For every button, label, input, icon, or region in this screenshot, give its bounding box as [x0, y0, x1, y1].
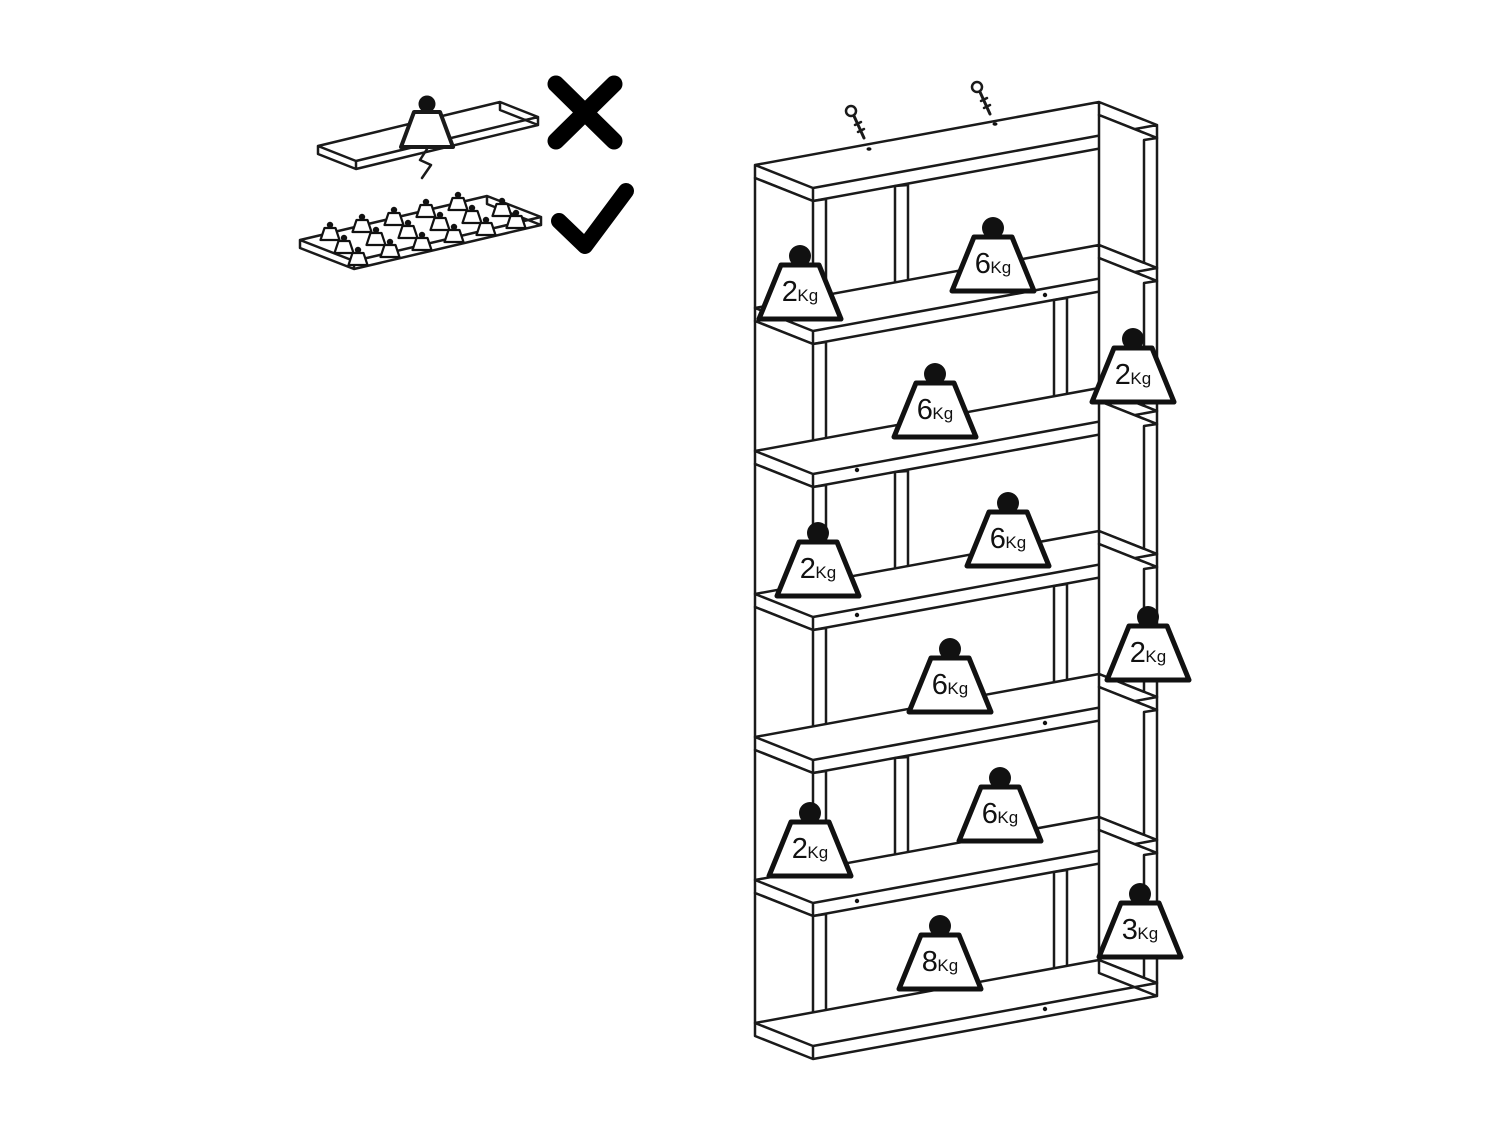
weight-value: 8 — [921, 946, 938, 978]
weight-knob — [1129, 883, 1151, 905]
weight-unit: Kg — [1130, 369, 1152, 388]
weight-knob — [982, 217, 1004, 239]
weight-knob — [929, 915, 951, 937]
weight-value: 2 — [781, 276, 798, 308]
tiny-weight-icon — [383, 205, 405, 227]
weight-value: 2 — [1129, 637, 1146, 669]
weight-label: 2Kg — [762, 545, 874, 593]
weight-knob — [1137, 606, 1159, 628]
weight-unit: Kg — [1145, 647, 1167, 666]
weight-label: 6Kg — [894, 661, 1006, 709]
weight-label: 3Kg — [1084, 906, 1196, 954]
weight-body — [1096, 900, 1184, 960]
single-weight-icon — [399, 95, 455, 149]
weight-value: 6 — [989, 523, 1006, 555]
weight-shelf5-left: 2Kg — [754, 799, 866, 883]
weight-unit: Kg — [997, 808, 1019, 827]
screw-icon — [970, 80, 998, 126]
weight-unit: Kg — [1005, 533, 1027, 552]
weight-label: 6Kg — [937, 240, 1049, 288]
tiny-weight-icon — [415, 197, 437, 219]
weight-shelf4-center: 6Kg — [894, 635, 1006, 719]
weight-unit: Kg — [990, 258, 1012, 277]
weight-body — [756, 262, 844, 322]
weight-value: 6 — [916, 394, 933, 426]
weight-shelf6-center: 8Kg — [884, 912, 996, 996]
weight-unit: Kg — [815, 563, 837, 582]
weight-knob — [799, 802, 821, 824]
tiny-weight-icon — [319, 220, 341, 242]
weight-label: 2Kg — [1092, 629, 1204, 677]
weight-body — [906, 655, 994, 715]
weight-knob — [939, 638, 961, 660]
weight-knob — [924, 363, 946, 385]
weight-label: 2Kg — [754, 825, 866, 873]
weight-shelf1-left: 2Kg — [744, 242, 856, 326]
weight-unit: Kg — [797, 286, 819, 305]
weight-value: 3 — [1121, 914, 1138, 946]
weight-label: 6Kg — [944, 790, 1056, 838]
weight-shelf2-center: 6Kg — [879, 360, 991, 444]
weight-body — [891, 380, 979, 440]
check-mark-icon — [551, 183, 634, 254]
weight-body — [896, 932, 984, 992]
weight-unit: Kg — [1137, 924, 1159, 943]
weight-value: 6 — [974, 248, 991, 280]
weight-unit: Kg — [932, 404, 954, 423]
weight-body — [949, 234, 1037, 294]
weight-value: 2 — [799, 553, 816, 585]
tiny-weight-icon — [351, 212, 373, 234]
weight-shelf1-right: 6Kg — [937, 214, 1049, 298]
weight-body — [964, 509, 1052, 569]
weight-label: 6Kg — [952, 515, 1064, 563]
weight-shelf5-center: 6Kg — [944, 764, 1056, 848]
weight-label: 6Kg — [879, 386, 991, 434]
screw-icon — [844, 104, 872, 151]
shelving-unit — [753, 80, 1159, 1061]
weight-unit: Kg — [947, 679, 969, 698]
weight-body — [1089, 345, 1177, 405]
tiny-weight-icon — [447, 190, 469, 212]
weight-body — [1104, 623, 1192, 683]
weight-shelf3-center: 6Kg — [952, 489, 1064, 573]
shelf-board-top — [753, 100, 1159, 203]
weight-knob — [997, 492, 1019, 514]
weight-label: 8Kg — [884, 938, 996, 986]
fitting-dots — [854, 292, 1048, 1012]
weight-knob — [1122, 328, 1144, 350]
weight-body — [956, 784, 1044, 844]
weight-value: 6 — [981, 798, 998, 830]
correct-example-board — [298, 190, 543, 271]
weight-shelf3-left: 2Kg — [762, 519, 874, 603]
weight-shelf6-right: 3Kg — [1084, 880, 1196, 964]
crack-icon — [418, 147, 433, 180]
wrong-example-board — [316, 95, 540, 180]
weight-knob — [789, 245, 811, 267]
weight-body — [766, 819, 854, 879]
weight-value: 2 — [1114, 359, 1131, 391]
weight-label: 2Kg — [1077, 351, 1189, 399]
weight-value: 6 — [931, 669, 948, 701]
shelf-board-bottom — [753, 958, 1159, 1061]
weight-unit: Kg — [807, 843, 829, 862]
weight-value: 2 — [791, 833, 808, 865]
weight-body — [774, 539, 862, 599]
x-mark-icon — [547, 75, 623, 150]
weight-shelf4-right: 2Kg — [1092, 603, 1204, 687]
weight-knob — [807, 522, 829, 544]
weight-unit: Kg — [937, 956, 959, 975]
weight-knob — [989, 767, 1011, 789]
weight-shelf2-right: 2Kg — [1077, 325, 1189, 409]
weight-label: 2Kg — [744, 268, 856, 316]
